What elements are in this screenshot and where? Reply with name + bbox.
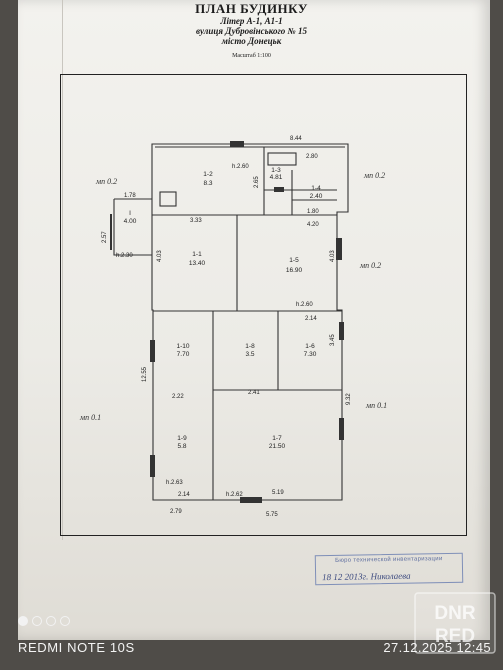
dimension-label: h.2.30: [116, 253, 133, 259]
room-label: 1-7: [272, 435, 282, 442]
dimension-label: 1.78: [124, 193, 136, 199]
dimension-label: 5.19: [272, 490, 284, 496]
room-label: 1-3: [271, 167, 281, 174]
room-area: 7.70: [177, 351, 190, 358]
room-area: 13.40: [189, 260, 206, 267]
room-label: 1-1: [192, 251, 202, 258]
dimension-label: 2.80: [306, 154, 318, 160]
dimension-label: h.2.60: [296, 302, 313, 308]
room-area: 5.8: [177, 443, 186, 450]
dimension-label: 3.45: [330, 334, 336, 346]
svg-text:RED: RED: [435, 626, 475, 647]
handwritten-note: мп 0.2: [359, 261, 381, 270]
dimension-label: h.2.62: [226, 492, 243, 498]
dnr-red-watermark-logo: DNR RED: [414, 592, 496, 654]
bti-stamp: Бюро технической инвентаризации 18 12 20…: [314, 552, 464, 586]
room-area: 4.00: [124, 218, 137, 225]
dimension-label: 9.32: [346, 393, 352, 405]
dimension-label: 2.65: [254, 176, 260, 188]
dimension-label: h.2.63: [166, 480, 183, 486]
dimension-label: 2.79: [170, 509, 182, 515]
room-label: 1-2: [203, 171, 213, 178]
dot-icon: [32, 616, 42, 626]
stamp-title: Бюро технической инвентаризации: [335, 556, 443, 564]
dimension-label: 12.55: [142, 366, 148, 382]
dimension-label: h.2.60: [232, 164, 249, 170]
dimension-label: 1.80: [307, 209, 319, 215]
handwritten-note: мп 0.1: [79, 413, 101, 422]
dimension-label: 4.03: [330, 250, 336, 262]
dimension-label: 4.03: [157, 250, 163, 262]
dimension-label: 2.57: [102, 231, 108, 243]
plan-header: ПЛАН БУДИНКУ Літер А-1, А1-1 вулиця Дубр…: [0, 1, 503, 60]
dimension-label: 8.44: [290, 136, 302, 142]
dimension-label: 2.41: [248, 390, 260, 396]
room-label: 1-5: [289, 257, 299, 264]
plan-title: ПЛАН БУДИНКУ: [195, 1, 308, 16]
room-area: 21.50: [269, 443, 286, 450]
room-area: 4.81: [270, 174, 283, 181]
plan-subtitle-liter: Літер А-1, А1-1: [220, 16, 283, 26]
dot-icon: [18, 616, 28, 626]
room-label: I: [129, 210, 131, 217]
room-label: 1-10: [176, 343, 189, 350]
paper-sheet: [18, 0, 490, 640]
handwritten-note: мп 0.2: [95, 177, 117, 186]
plan-subtitle-street: вулиця Дубровінського № 15: [195, 26, 308, 36]
dimension-label: 2.14: [178, 492, 190, 498]
dimension-label: 2.14: [305, 316, 317, 322]
camera-device-label: REDMI NOTE 10S: [18, 640, 135, 655]
dot-icon: [46, 616, 56, 626]
handwritten-note: мп 0.1: [365, 401, 387, 410]
room-area: 3.5: [245, 351, 254, 358]
camera-datetime: 27.12.2025 12:45: [383, 640, 491, 655]
svg-text:DNR: DNR: [434, 603, 475, 624]
handwritten-note: мп 0.2: [363, 171, 385, 180]
dimension-label: 2.22: [172, 394, 184, 400]
dimension-label: 3.33: [190, 218, 202, 224]
stamp-date-signature: 18 12 2013г. Николаева: [322, 570, 411, 583]
dot-icon: [60, 616, 70, 626]
dimension-label: 4.20: [307, 222, 319, 228]
room-area: 2.40: [310, 193, 323, 200]
room-label: 1-8: [245, 343, 255, 350]
room-area: 8.3: [203, 180, 212, 187]
drawing-frame: [60, 74, 467, 536]
page-fold-line: [62, 0, 63, 540]
room-area: 7.30: [304, 351, 317, 358]
camera-watermark-dots: [18, 616, 70, 626]
dimension-label: 5.75: [266, 512, 278, 518]
room-label: 1-4: [311, 185, 321, 192]
room-label: 1-9: [177, 435, 187, 442]
room-area: 16.90: [286, 267, 303, 274]
room-label: 1-6: [305, 343, 315, 350]
plan-scale: Масштаб 1:100: [232, 53, 271, 59]
plan-subtitle-city: місто Донецьк: [221, 36, 282, 46]
